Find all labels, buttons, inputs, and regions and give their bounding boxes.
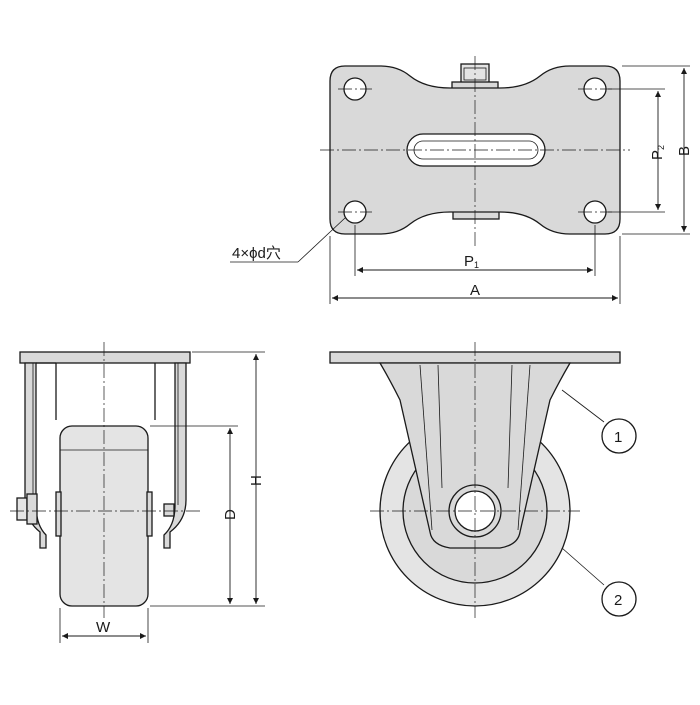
dim-d-label: D (222, 509, 239, 520)
side-right-leg (163, 362, 187, 549)
hole-note-leader (297, 217, 346, 263)
side-hub-right (146, 491, 153, 537)
callout-1-number: 1 (614, 429, 622, 446)
side-axle-end (163, 503, 175, 517)
dim-a-label: A (470, 282, 480, 299)
callout-2-number: 2 (614, 592, 622, 609)
dim-h-label: H (248, 475, 265, 486)
dim-w-label: W (96, 619, 111, 636)
dim-p1-label: P1 (464, 253, 479, 270)
front-view: 1 2 (329, 342, 637, 618)
mounting-holes (343, 77, 607, 224)
dim-b-label: B (676, 146, 693, 156)
side-axle-nut (16, 497, 28, 521)
hole-note-label: 4×ϕd穴 (232, 245, 281, 262)
side-view: H D W (10, 342, 265, 643)
side-axle-washer (26, 493, 38, 525)
callout-1: 1 (561, 389, 637, 454)
side-top-plate (19, 351, 191, 364)
side-hub-left (55, 491, 62, 537)
callout-2: 2 (561, 547, 637, 617)
dim-p2-label: P2 (649, 145, 666, 160)
top-view: P1 A P2 B 4×ϕd穴 (230, 56, 693, 304)
